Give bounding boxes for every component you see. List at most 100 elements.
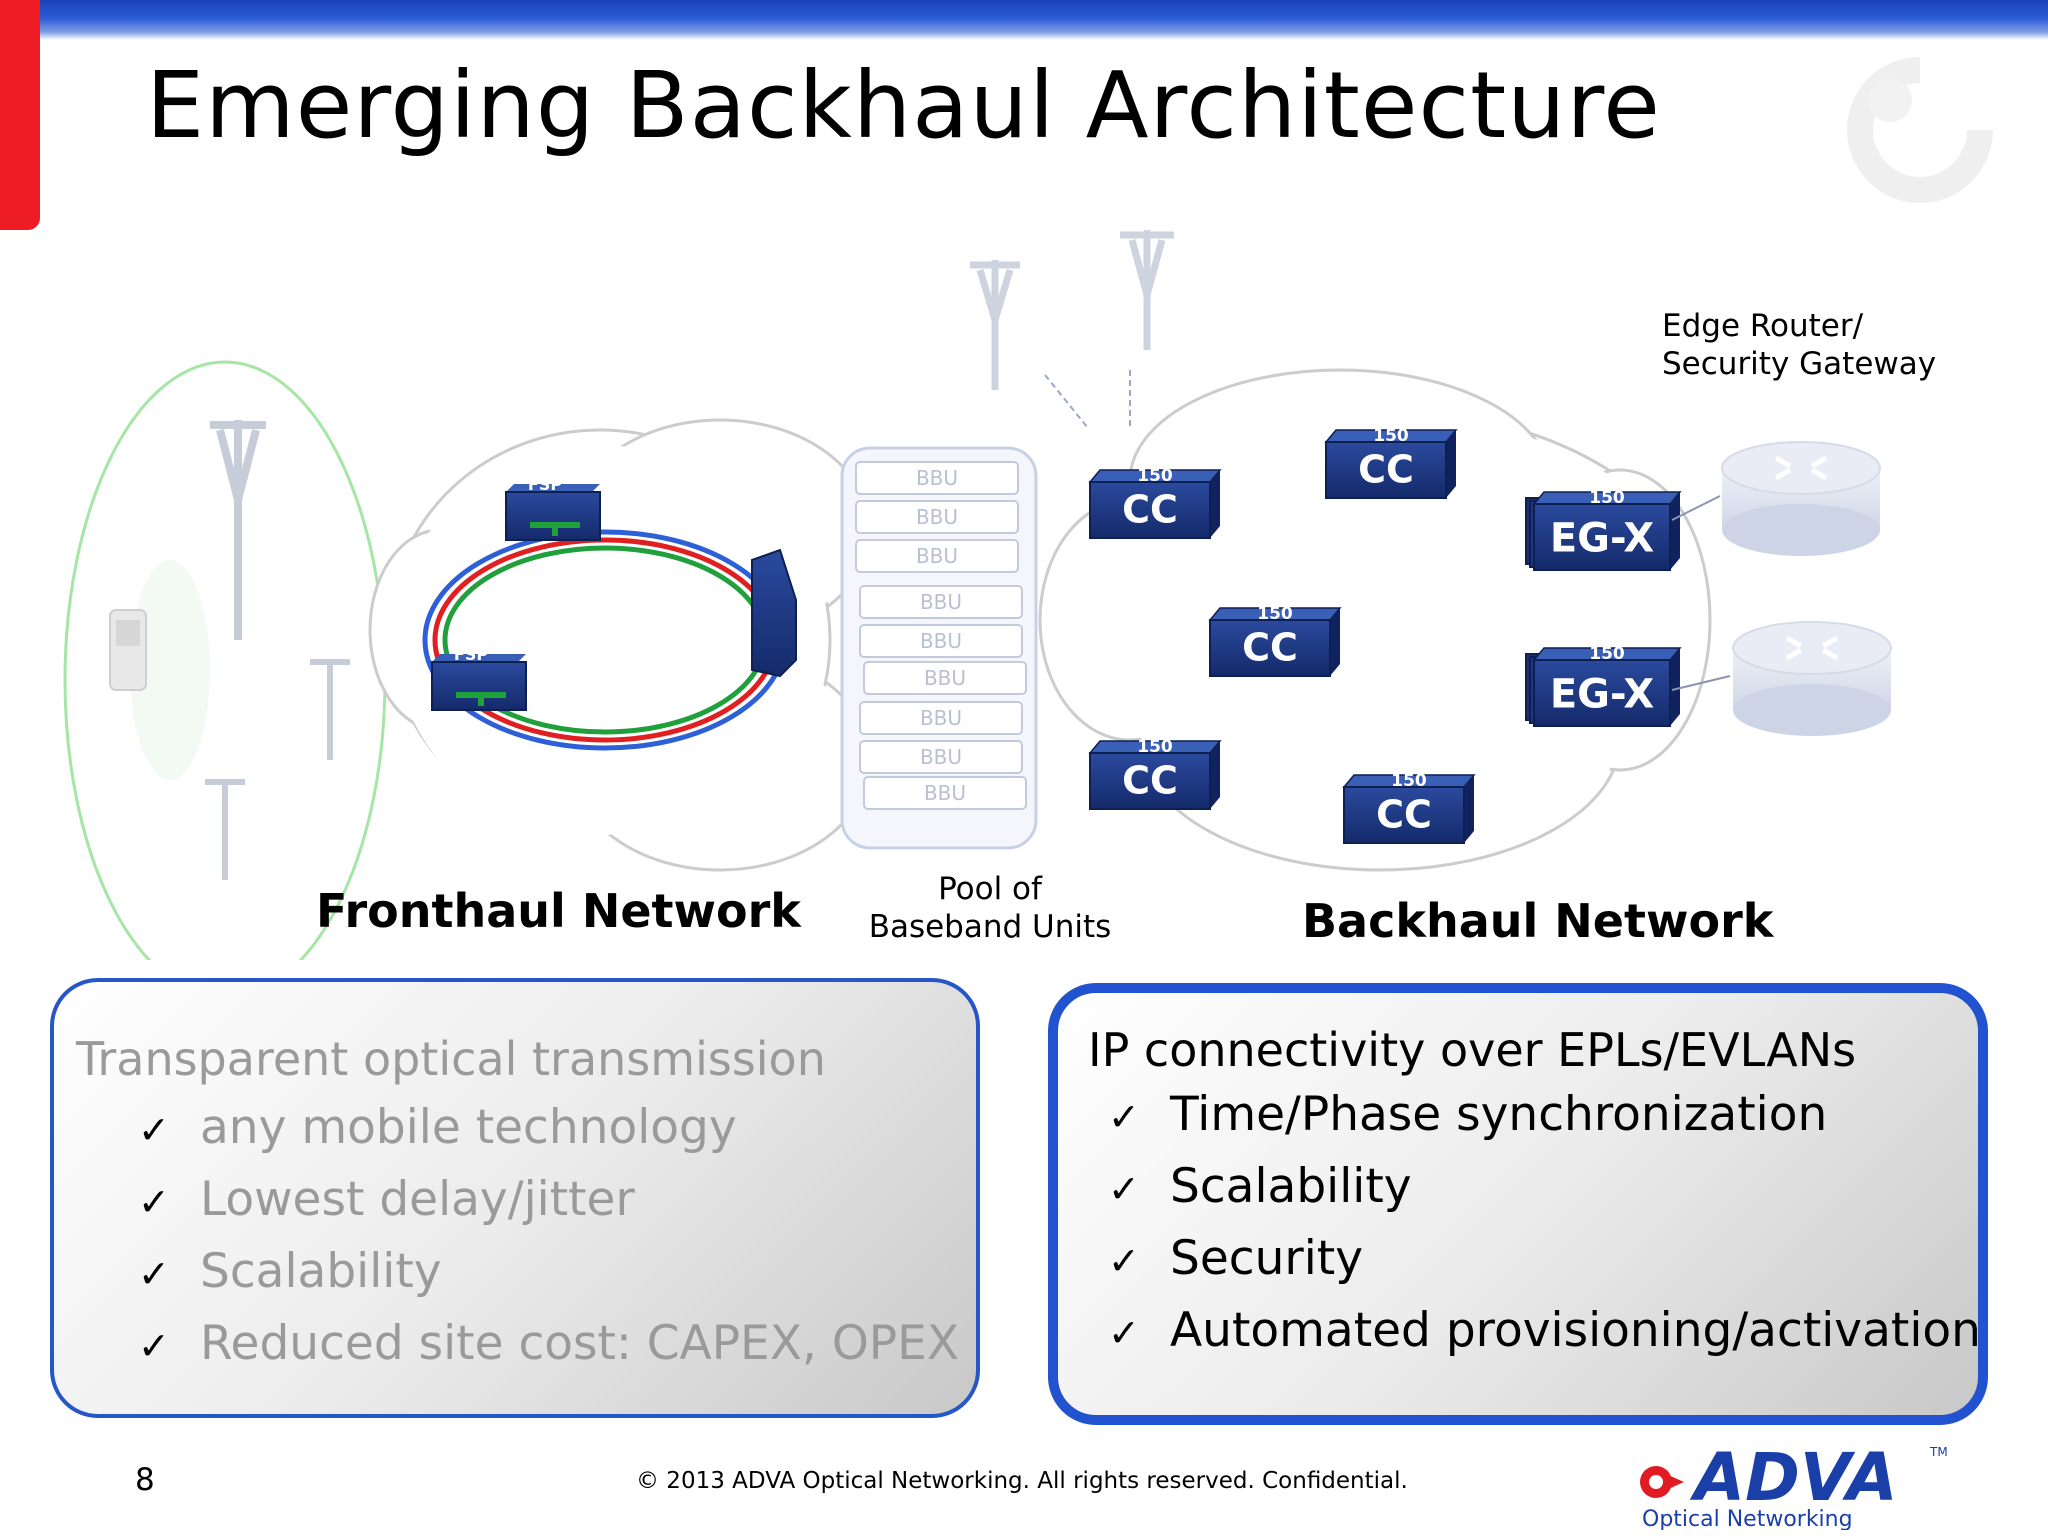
checkmark-icon: ✓ — [1108, 1095, 1140, 1139]
device-label: EG-X — [1550, 516, 1654, 562]
bbu-unit: BBU — [859, 585, 1023, 619]
device-badge: 150 — [1137, 466, 1173, 486]
wireless-link — [1044, 374, 1089, 429]
list-item: ✓Security — [1108, 1223, 1981, 1295]
backhaul-benefits-box: IP connectivity over EPLs/EVLANs ✓Time/P… — [1048, 983, 1988, 1425]
checkmark-icon: ✓ — [138, 1108, 170, 1152]
fsp-label: FSP — [528, 475, 562, 494]
device-label: CC — [1376, 792, 1432, 836]
bbu-label: BBU — [916, 505, 958, 529]
bbu-label: BBU — [920, 706, 962, 730]
bbu-label: BBU — [920, 745, 962, 769]
bbu-label: BBU — [924, 666, 966, 690]
fsp-device-icon: FSP — [505, 475, 601, 541]
red-accent-tab — [0, 0, 40, 230]
bbu-unit: BBU — [855, 539, 1019, 573]
adva-logo-mark-icon — [1640, 1466, 1684, 1498]
ring-node-device-icon — [751, 548, 797, 678]
bbu-label: BBU — [924, 781, 966, 805]
cell-tower-icon — [210, 420, 266, 640]
router-icon — [1732, 621, 1892, 736]
cell-tower-icon — [205, 779, 245, 880]
adva-tagline: Optical Networking — [1642, 1507, 1853, 1530]
device-label: CC — [1122, 758, 1178, 802]
checkmark-icon: ✓ — [138, 1324, 170, 1368]
checkmark-icon: ✓ — [138, 1252, 170, 1296]
checkmark-icon: ✓ — [1108, 1167, 1140, 1211]
bbu-unit: BBU — [859, 740, 1023, 774]
trademark-mark: TM — [1929, 1445, 1948, 1459]
edge-router-label: Edge Router/ Security Gateway — [1662, 307, 1936, 383]
pool-label-line2: Baseband Units — [868, 909, 1112, 945]
device-badge: 150 — [1137, 737, 1173, 757]
cell-tower-icon — [1120, 230, 1174, 350]
cell-tower-icon — [970, 260, 1020, 390]
fronthaul-cloud-fill — [395, 424, 866, 866]
device-badge: 150 — [1589, 644, 1625, 664]
fronthaul-box-heading: Transparent optical transmission — [76, 1032, 826, 1086]
bbu-unit: BBU — [859, 624, 1023, 658]
list-item: ✓Time/Phase synchronization — [1108, 1079, 1981, 1151]
device-badge: 150 — [1391, 771, 1427, 791]
device-badge: 150 — [1589, 488, 1625, 508]
edge-label-line1: Edge Router/ — [1662, 308, 1864, 344]
checkmark-icon: ✓ — [1108, 1311, 1140, 1355]
copyright-footer: © 2013 ADVA Optical Networking. All righ… — [636, 1468, 1408, 1494]
edge-label-line2: Security Gateway — [1662, 346, 1937, 382]
backhaul-box-heading: IP connectivity over EPLs/EVLANs — [1088, 1023, 1857, 1077]
device-label: CC — [1122, 487, 1178, 531]
list-item: ✓Scalability — [138, 1236, 959, 1308]
device-badge: 150 — [1257, 604, 1293, 624]
device-label: CC — [1242, 625, 1298, 669]
fronthaul-network-label: Fronthaul Network — [316, 884, 801, 938]
list-item: ✓any mobile technology — [138, 1092, 959, 1164]
adva-logo-text: ADVA — [1689, 1439, 1898, 1516]
bbu-unit: BBU — [863, 661, 1027, 695]
bbu-label: BBU — [916, 466, 958, 490]
cell-tower-icon — [310, 659, 350, 760]
bbu-unit: BBU — [855, 500, 1019, 534]
top-banner — [0, 0, 2048, 40]
fronthaul-benefits-list: ✓any mobile technology ✓Lowest delay/jit… — [138, 1092, 959, 1380]
pool-label-line1: Pool of — [938, 871, 1042, 907]
backhaul-network-label: Backhaul Network — [1302, 894, 1774, 948]
mobile-phone-icon — [109, 609, 147, 691]
router-link — [1671, 495, 1721, 521]
router-link — [1671, 675, 1731, 691]
list-item: ✓Automated provisioning/activation — [1108, 1295, 1981, 1367]
device-badge: 150 — [1373, 426, 1409, 446]
list-item: ✓Lowest delay/jitter — [138, 1164, 959, 1236]
router-icon — [1721, 441, 1881, 556]
watermark-logo — [1847, 57, 1993, 203]
device-label: CC — [1358, 447, 1414, 491]
bbu-label: BBU — [920, 629, 962, 653]
pool-of-bbu-label: Pool of Baseband Units — [860, 870, 1120, 946]
fsp-device-icon: FSP — [431, 645, 527, 711]
bbu-unit: BBU — [855, 461, 1019, 495]
list-item: ✓Reduced site cost: CAPEX, OPEX — [138, 1308, 959, 1380]
bbu-units: BBU BBU BBU BBU BBU BBU BBU BBU BBU — [855, 461, 1027, 810]
checkmark-icon: ✓ — [138, 1180, 170, 1224]
backhaul-benefits-list: ✓Time/Phase synchronization ✓Scalability… — [1108, 1079, 1981, 1367]
bbu-unit: BBU — [863, 776, 1027, 810]
list-item: ✓Scalability — [1108, 1151, 1981, 1223]
bbu-label: BBU — [920, 590, 962, 614]
device-label: EG-X — [1550, 672, 1654, 718]
bbu-unit: BBU — [859, 701, 1023, 735]
adva-logo: ADVA TM Optical Networking — [1640, 1439, 1948, 1530]
fronthaul-benefits-box: Transparent optical transmission ✓any mo… — [50, 978, 980, 1418]
checkmark-icon: ✓ — [1108, 1239, 1140, 1283]
fsp-label: FSP — [454, 645, 488, 664]
slide-title: Emerging Backhaul Architecture — [146, 52, 1661, 159]
bbu-label: BBU — [916, 544, 958, 568]
